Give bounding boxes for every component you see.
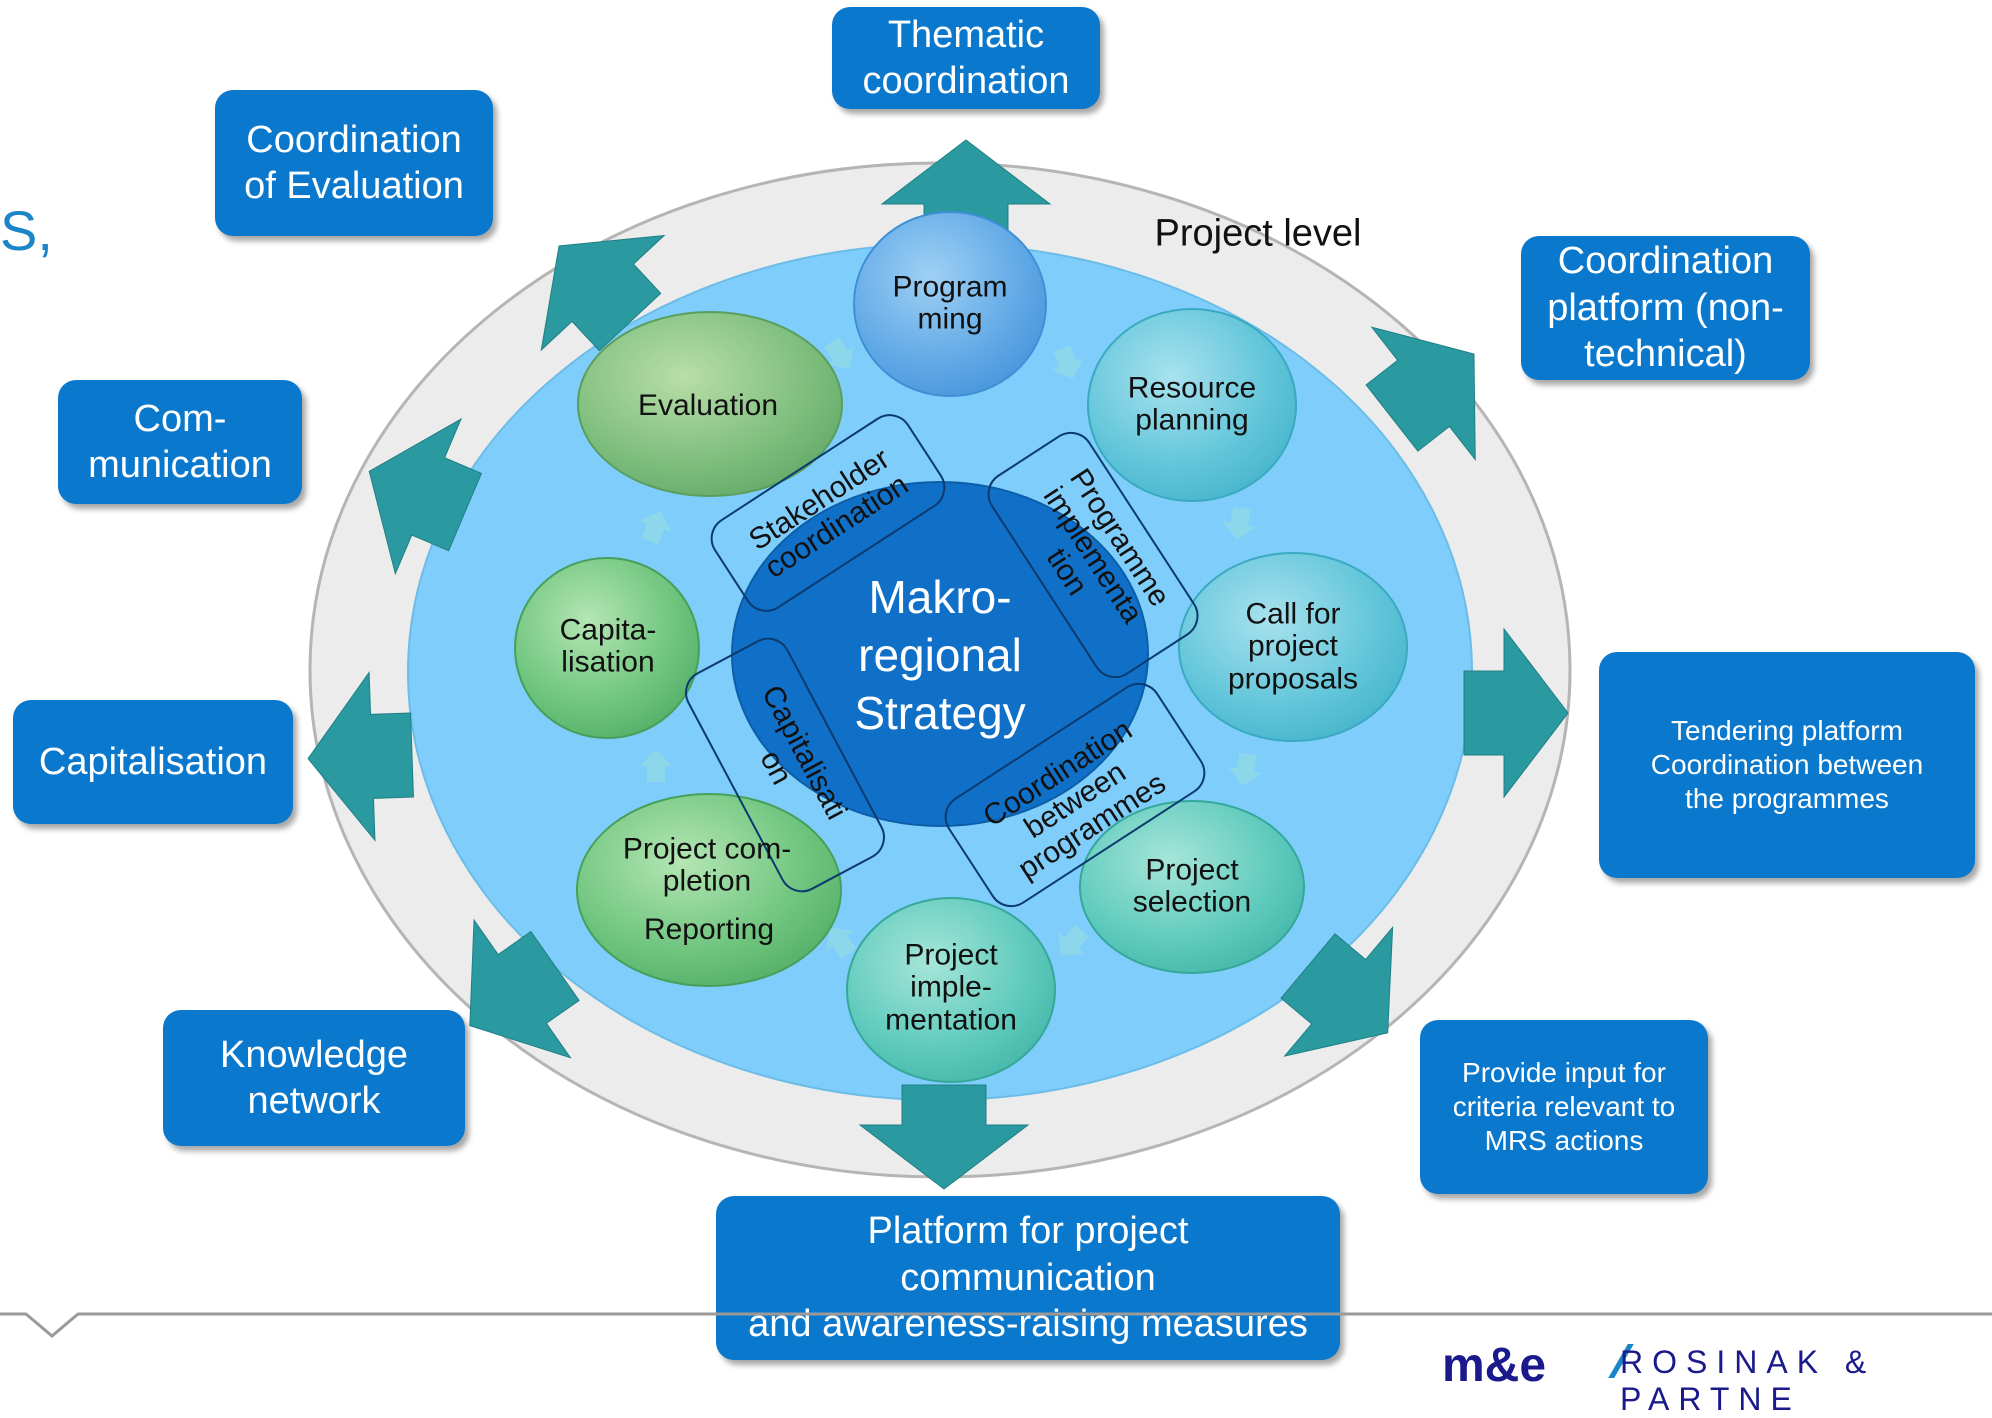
evaluation-cycle-label: Evaluation — [637, 388, 779, 422]
circle-capitalisation — [514, 557, 700, 739]
box-thematic-coordination[interactable]: Thematic coordination — [832, 7, 1100, 109]
box-provide-input-mrs[interactable]: Provide input for criteria relevant to M… — [1420, 1020, 1708, 1194]
center-overlays — [685, 414, 1206, 908]
call-for-proposals-label: Call for project proposals — [1227, 597, 1359, 696]
box-tendering-platform[interactable]: Tendering platform Coordination between … — [1599, 652, 1975, 878]
cycle-arrow — [639, 750, 673, 782]
overlay-coordination — [944, 682, 1206, 908]
arrow-project-comm — [858, 1084, 1030, 1190]
project-completion-label: Project com- pletion — [622, 832, 792, 898]
overlay-stakeholder — [710, 414, 946, 612]
programming-label: Program ming — [892, 270, 1008, 336]
center-label: Makro- regional Strategy — [854, 571, 1026, 739]
arrow-tendering — [1463, 627, 1569, 799]
arrow-evaluation — [540, 234, 666, 352]
cycle-arrow — [825, 927, 857, 959]
cycle-diagram-svg — [307, 139, 1572, 1190]
box-knowledge-network[interactable]: Knowledge network — [163, 1010, 465, 1146]
left-text-fragment: S, — [0, 199, 53, 262]
circle-call-for-proposals — [1178, 552, 1408, 742]
circle-project-implementation — [846, 897, 1056, 1083]
cycle-arrow — [1051, 345, 1084, 379]
box-platform-project-communication[interactable]: Platform for project communication and a… — [716, 1196, 1340, 1360]
rosinak-logo: ROSINAK & PARTNE — [1620, 1344, 1876, 1417]
diagram-canvas: S, — [0, 7, 1992, 1417]
resource-planning-label: Resource planning — [1127, 371, 1257, 437]
capitalisation-cycle-label: Capita- lisation — [559, 613, 657, 679]
project-selection-label: Project selection — [1132, 853, 1252, 919]
cycle-arrow — [823, 337, 855, 369]
arrow-mrs — [1280, 925, 1394, 1057]
cycle-arrow — [1228, 752, 1263, 786]
circle-project-selection — [1079, 800, 1305, 974]
cycle-arrow — [1222, 506, 1257, 540]
box-capitalisation[interactable]: Capitalisation — [13, 700, 293, 824]
project-implementation-label: Project imple- mentation — [885, 938, 1017, 1037]
overlay-programme-impl — [987, 431, 1199, 679]
box-coordination-platform[interactable]: Coordination platform (non- technical) — [1521, 236, 1810, 380]
box-coordination-of-evaluation[interactable]: Coordination of Evaluation — [215, 90, 493, 236]
circle-project-completion — [576, 793, 842, 987]
cycle-arrow — [639, 511, 672, 545]
circle-evaluation — [577, 311, 843, 497]
reporting-label: Reporting — [643, 912, 775, 946]
circle-programming — [853, 211, 1047, 397]
outward-arrows — [307, 139, 1569, 1190]
arrow-communication — [368, 417, 483, 576]
overlay-capitalisation — [685, 637, 885, 893]
cycle-arrows — [639, 337, 1263, 959]
cycle-arrow — [1058, 925, 1089, 956]
project-level-label: Project level — [1154, 212, 1362, 255]
arrow-platform — [1365, 326, 1476, 462]
arrow-knowledge — [469, 918, 580, 1059]
arrow-capitalisation — [307, 670, 414, 842]
circle-resource-planning — [1087, 308, 1297, 502]
box-communication[interactable]: Com- munication — [58, 380, 302, 504]
